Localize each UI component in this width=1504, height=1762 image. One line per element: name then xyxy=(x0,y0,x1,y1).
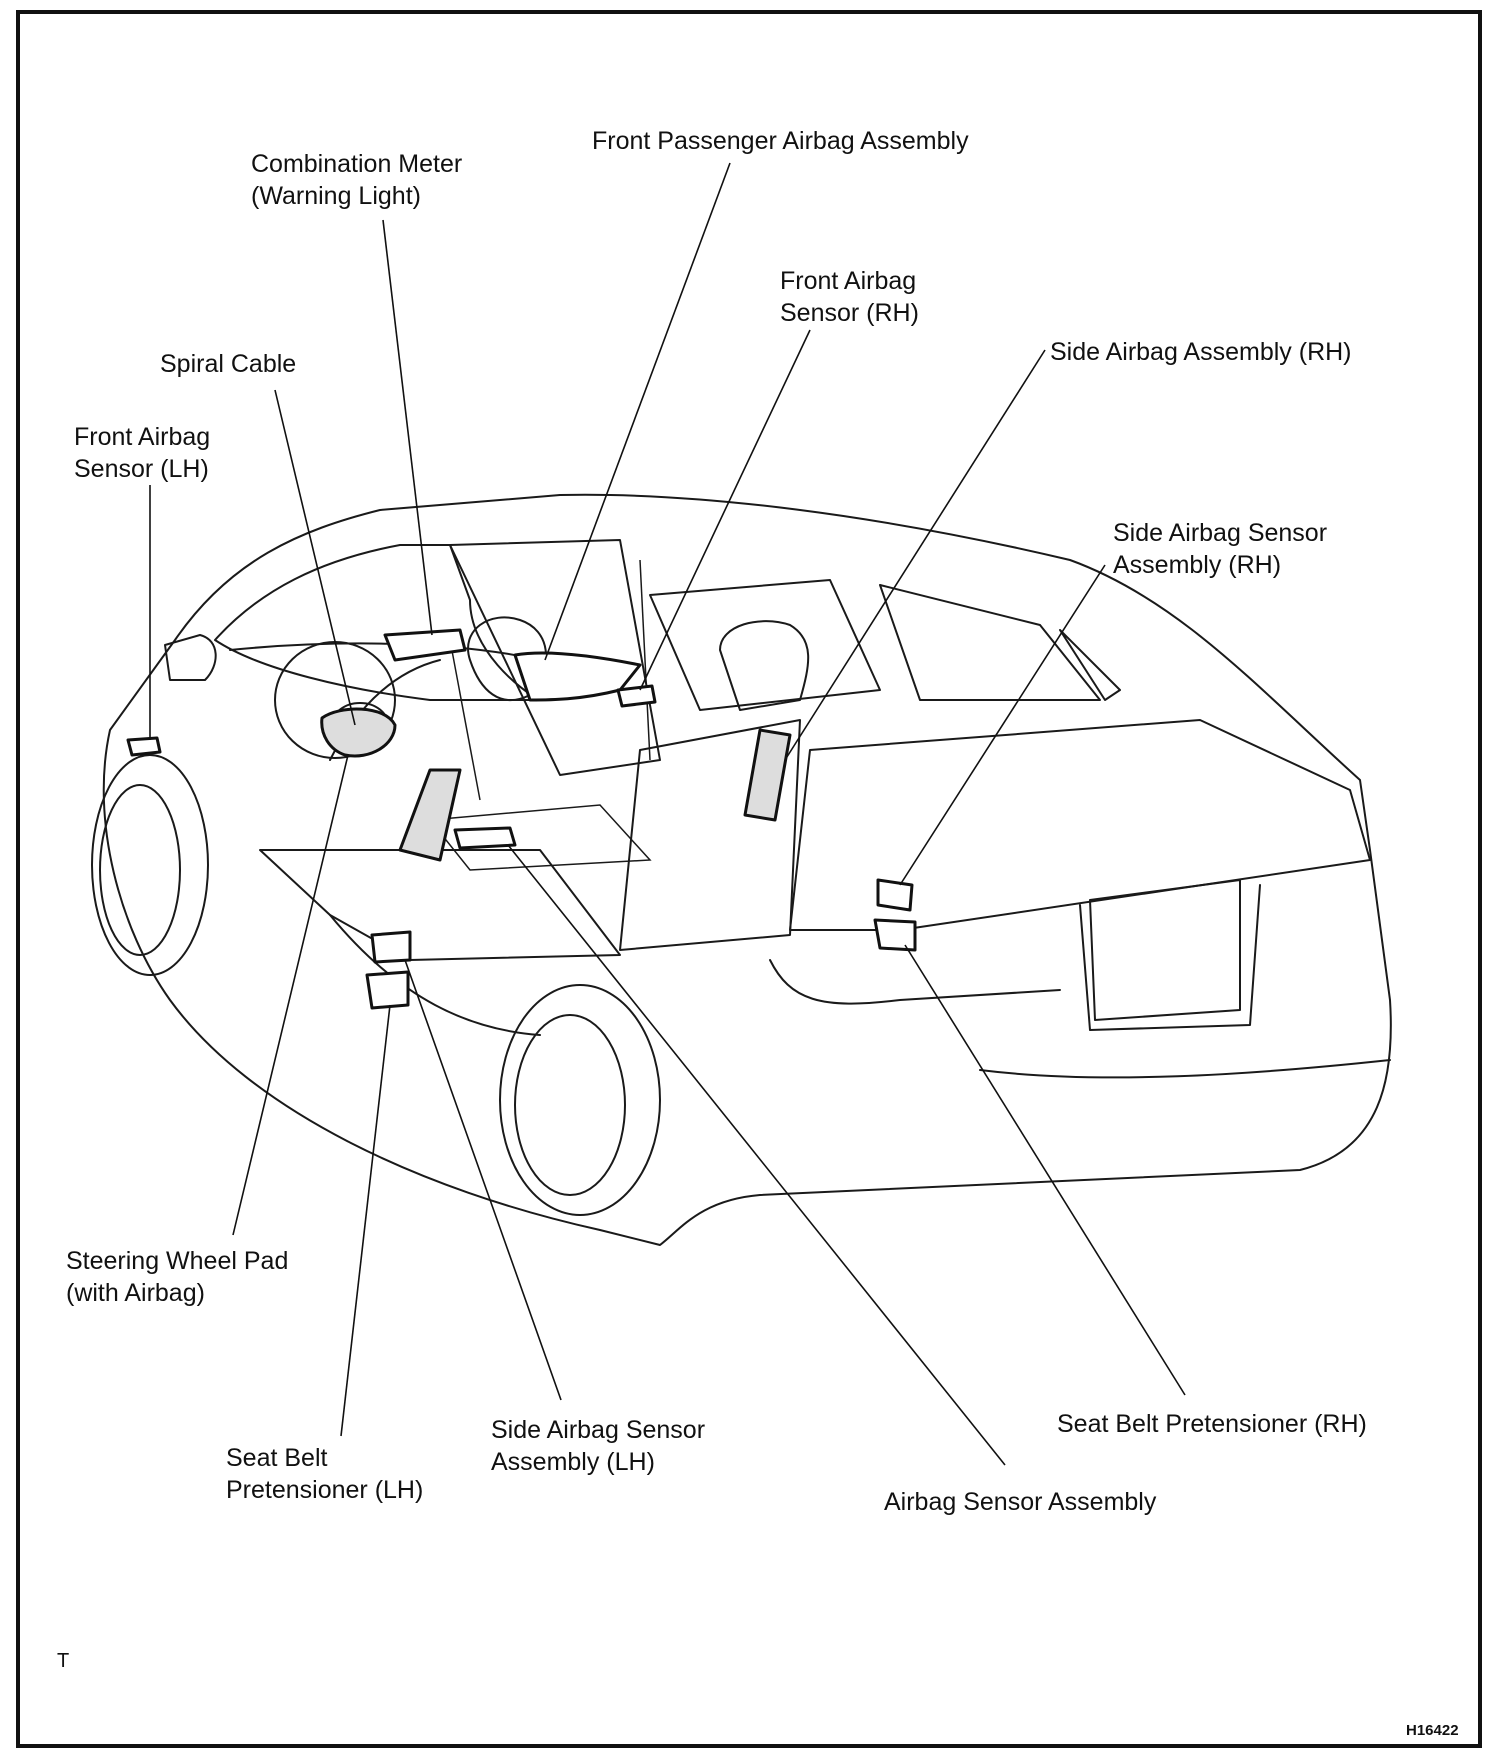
label-front-airbag-sensor-rh: Front Airbag Sensor (RH) xyxy=(780,267,919,327)
label-steering-wheel-pad: Steering Wheel Pad (with Airbag) xyxy=(66,1247,289,1307)
corner-mark: T xyxy=(57,1650,70,1672)
label-seat-belt-pretensioner-lh: Seat Belt Pretensioner (LH) xyxy=(226,1444,424,1504)
label-side-airbag-sensor-rh: Side Airbag Sensor Assembly (RH) xyxy=(1113,519,1328,579)
leader-combination-meter xyxy=(382,219,433,636)
seat-belt-pretensioner-rh-part xyxy=(873,918,917,952)
front-airbag-sensor-rh-part xyxy=(616,684,657,708)
leader-front-passenger-airbag xyxy=(544,162,731,661)
label-seat-belt-pretensioner-rh: Seat Belt Pretensioner (RH) xyxy=(1057,1410,1367,1438)
leader-seat-belt-pretensioner-lh xyxy=(340,1004,391,1437)
leader-front-airbag-sensor-rh xyxy=(639,329,811,691)
car-outline xyxy=(91,493,1392,1246)
leader-spiral-cable xyxy=(274,389,356,726)
side-airbag-rh-part xyxy=(743,728,792,822)
front-airbag-sensor-lh-part xyxy=(126,736,162,757)
passenger-airbag-part xyxy=(513,651,642,702)
combination-meter-part xyxy=(383,628,467,662)
leader-airbag-sensor-assembly xyxy=(507,844,1006,1466)
leader-lines xyxy=(149,162,1186,1466)
label-side-airbag-sensor-lh: Side Airbag Sensor Assembly (LH) xyxy=(491,1416,706,1476)
label-side-airbag-assembly-rh: Side Airbag Assembly (RH) xyxy=(1050,338,1352,366)
leader-side-airbag-sensor-lh xyxy=(404,959,562,1401)
label-airbag-sensor-assembly: Airbag Sensor Assembly xyxy=(884,1488,1157,1516)
side-airbag-sensor-rh-part xyxy=(876,878,914,912)
label-spiral-cable: Spiral Cable xyxy=(160,350,297,378)
side-airbag-lh-part xyxy=(398,768,462,862)
label-combination-meter: Combination Meter (Warning Light) xyxy=(251,150,463,210)
leader-steering-wheel-pad xyxy=(232,754,349,1236)
label-front-passenger-airbag: Front Passenger Airbag Assembly xyxy=(592,127,969,155)
leader-side-airbag-sensor-rh xyxy=(899,564,1106,886)
label-front-airbag-sensor-lh: Front Airbag Sensor (LH) xyxy=(74,423,211,483)
leader-seat-belt-pretensioner-rh xyxy=(904,944,1186,1396)
seat-belt-pretensioner-lh-part xyxy=(365,970,410,1010)
airbag-sensor-assembly-part xyxy=(453,826,517,850)
figure-code: H16422 xyxy=(1406,1722,1459,1739)
side-airbag-sensor-lh-part xyxy=(370,930,412,964)
airbag-components xyxy=(126,628,917,1010)
leader-side-airbag-rh xyxy=(784,349,1046,761)
steering-wheel-pad-part xyxy=(320,707,397,758)
